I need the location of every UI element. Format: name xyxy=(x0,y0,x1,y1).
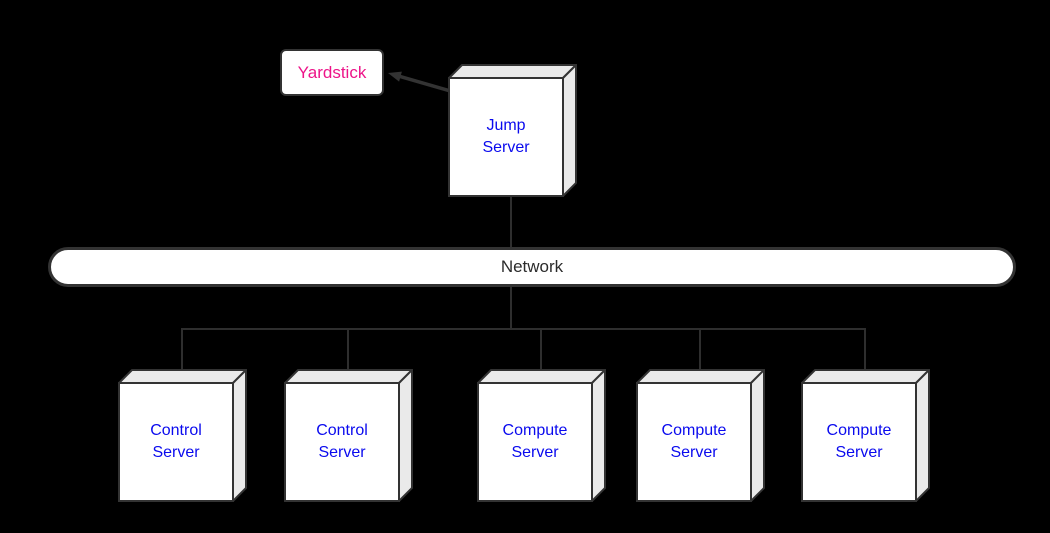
box3d-shape xyxy=(636,369,765,502)
control-server-label: Control Server xyxy=(119,383,233,501)
edge-drop-compute-server-2 xyxy=(699,330,701,371)
yardstick-node: Yardstick xyxy=(280,49,384,96)
label-line: Control xyxy=(316,422,368,439)
box3d-shape xyxy=(284,369,413,502)
compute-server-label: Compute Server xyxy=(478,383,592,501)
compute-server-node-1: Compute Server xyxy=(477,369,606,502)
edge-drop-control-server-2 xyxy=(347,330,349,371)
label-line: Jump xyxy=(486,117,526,134)
box3d-shape xyxy=(477,369,606,502)
yardstick-label: Yardstick xyxy=(297,62,367,82)
network-label: Network xyxy=(500,257,564,276)
control-server-node-1: Control Server xyxy=(118,369,247,502)
label-line: Compute xyxy=(661,422,727,439)
label-line: Server xyxy=(670,444,718,461)
compute-server-node-3: Compute Server xyxy=(801,369,930,502)
arrow-head-icon xyxy=(388,71,402,82)
label-line: Control xyxy=(150,422,202,439)
label-line: Server xyxy=(511,444,559,461)
label-line: Server xyxy=(835,444,883,461)
network-node: Network xyxy=(48,247,1016,287)
edge-drop-compute-server-3 xyxy=(864,330,866,371)
edge-bus-horizontal xyxy=(181,328,866,330)
label-line: Compute xyxy=(502,422,568,439)
box3d-shape xyxy=(801,369,930,502)
edge-jumpserver-to-network xyxy=(510,196,512,247)
edge-network-to-bus xyxy=(510,287,512,330)
edge-drop-control-server-1 xyxy=(181,330,183,371)
box3d-shape xyxy=(118,369,247,502)
label-line: Server xyxy=(318,444,366,461)
compute-server-label: Compute Server xyxy=(802,383,916,501)
control-server-label: Control Server xyxy=(285,383,399,501)
label-line: Compute xyxy=(826,422,892,439)
label-line: Server xyxy=(482,139,530,156)
compute-server-node-2: Compute Server xyxy=(636,369,765,502)
compute-server-label: Compute Server xyxy=(637,383,751,501)
box3d-shape xyxy=(448,64,577,197)
label-line: Server xyxy=(152,444,200,461)
jump-server-node: Jump Server xyxy=(448,64,577,197)
edge-drop-compute-server-1 xyxy=(540,330,542,371)
jump-server-label: Jump Server xyxy=(449,78,563,196)
control-server-node-2: Control Server xyxy=(284,369,413,502)
